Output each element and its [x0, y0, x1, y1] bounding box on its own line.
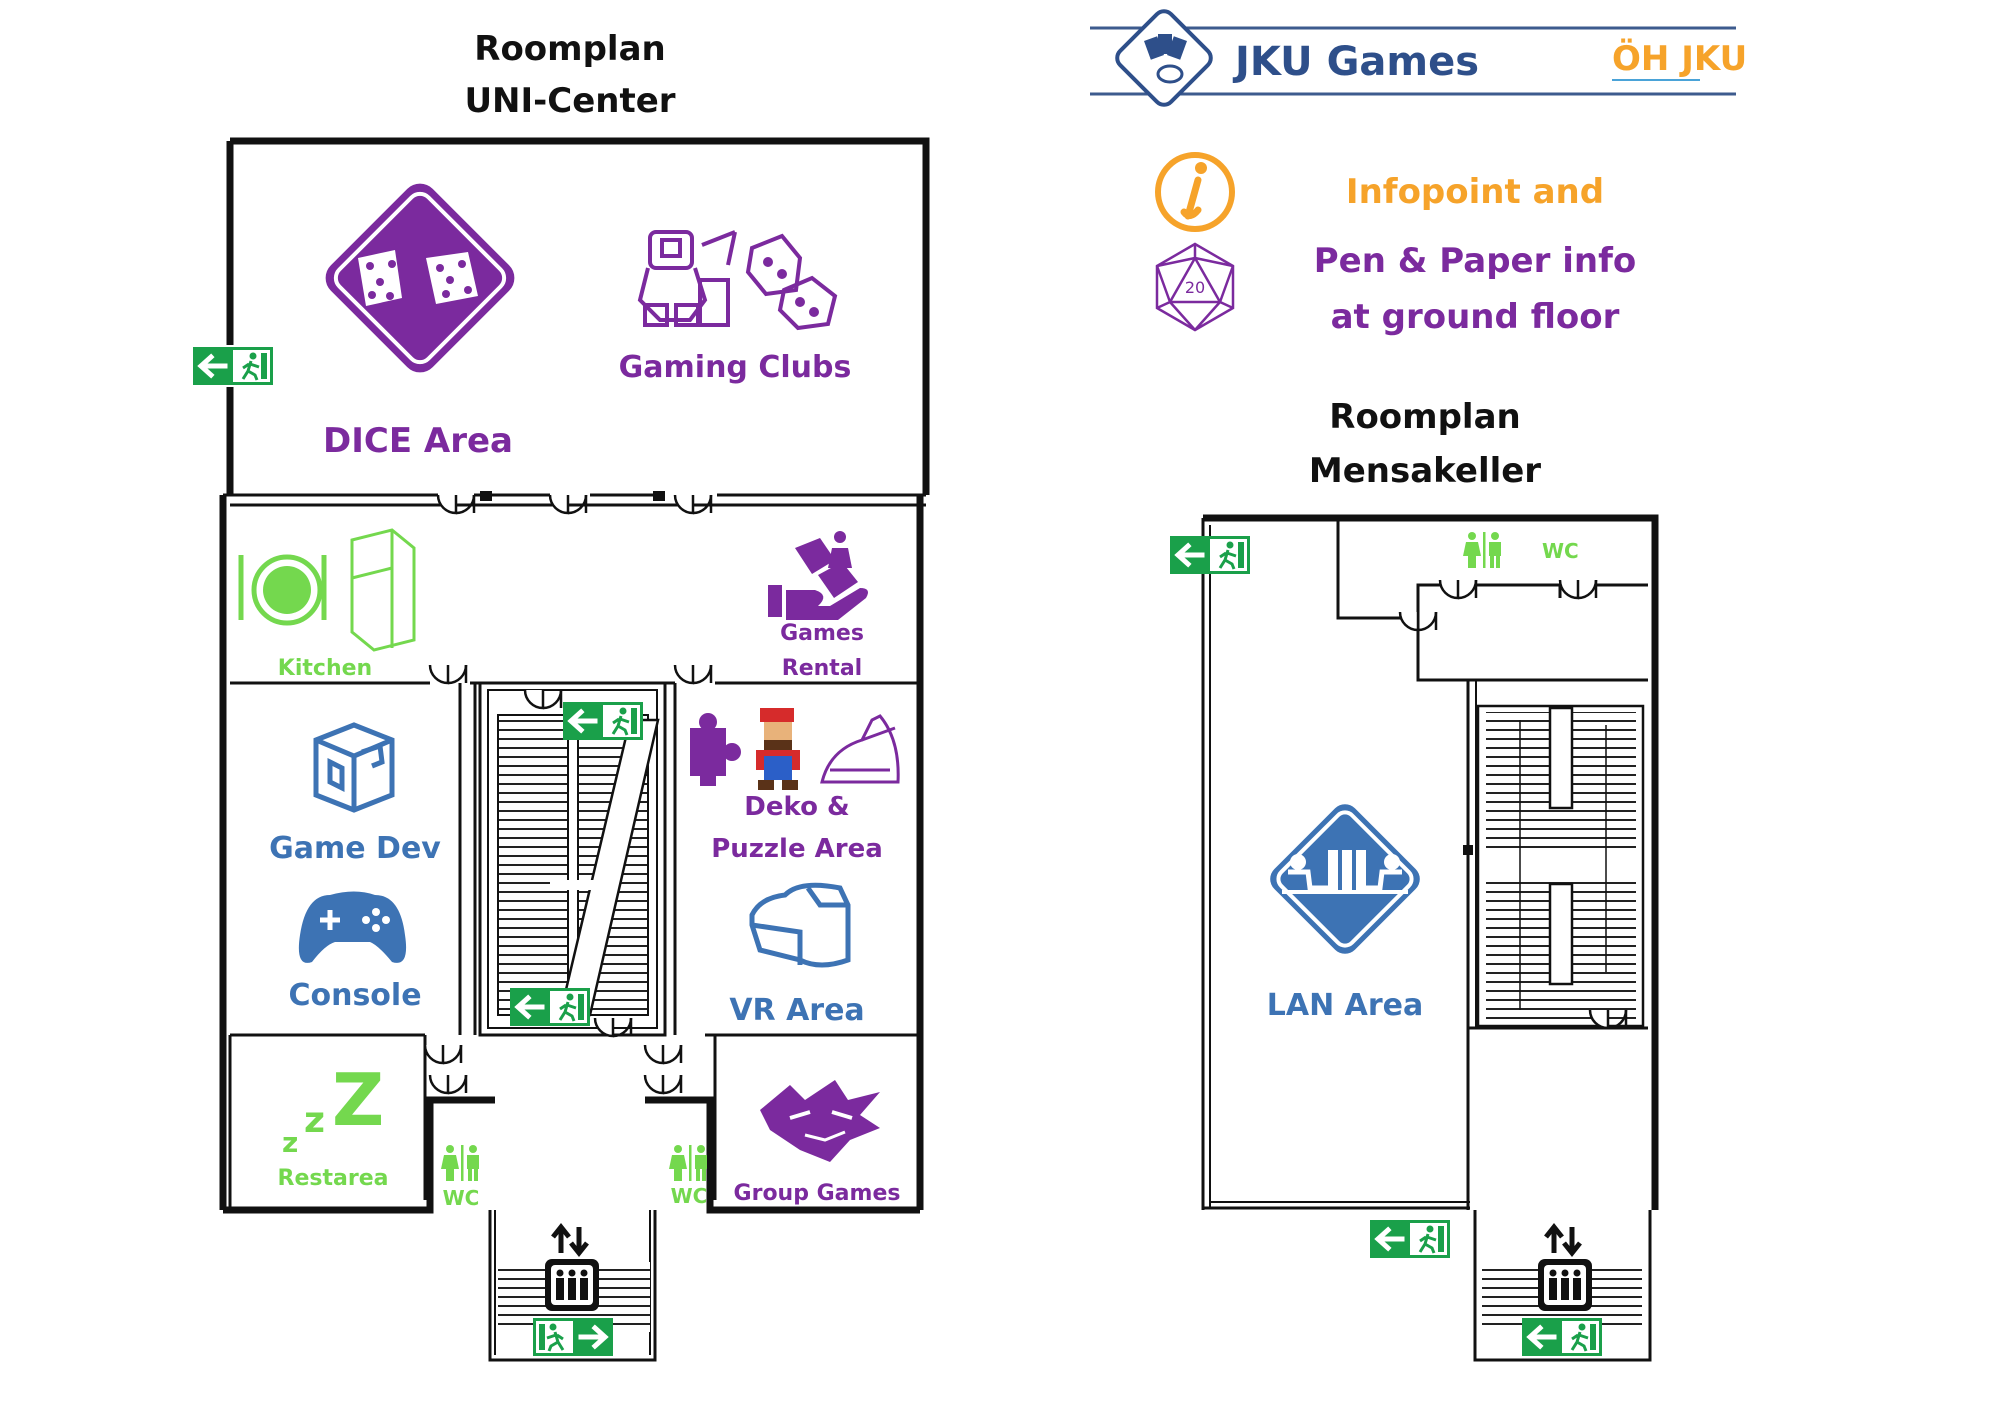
mensakeller-title-line2: Mensakeller	[1309, 451, 1541, 491]
elevator-icon	[545, 1227, 599, 1311]
room-label-deko-line1: Deko &	[744, 792, 849, 822]
room-label-dice: DICE Area	[323, 421, 513, 461]
dice-icon	[745, 233, 838, 331]
iron-icon	[820, 714, 900, 784]
sleep-icon: z z Z	[282, 1058, 384, 1159]
partner-logo-text: ÖH JKU	[1612, 38, 1747, 79]
toilet-icon	[669, 1145, 707, 1181]
info-line1: Infopoint and	[1346, 172, 1604, 212]
toilet-icon	[1463, 532, 1501, 568]
plate-icon	[238, 554, 327, 626]
room-label-console: Console	[288, 978, 421, 1013]
door-icon	[1438, 578, 1478, 600]
door-icon	[1558, 578, 1598, 600]
door-icon	[643, 1043, 683, 1065]
door-icon	[643, 1073, 683, 1095]
room-label-vr: VR Area	[729, 993, 864, 1028]
dice-icon	[325, 183, 515, 373]
info-icon	[1155, 152, 1235, 232]
info-line2: Pen & Paper info	[1314, 241, 1636, 281]
svg-text:z: z	[282, 1126, 298, 1159]
room-label-gaming-clubs: Gaming Clubs	[619, 350, 852, 385]
fridge-icon	[350, 528, 416, 652]
hand-dice-icon	[768, 531, 868, 620]
svg-text:Z: Z	[332, 1058, 384, 1142]
room-label-games-rental-line2: Rental	[782, 656, 862, 681]
room-label-kitchen: Kitchen	[278, 656, 372, 681]
door-icon	[428, 663, 468, 685]
room-label-game-dev: Game Dev	[269, 831, 441, 866]
mensakeller-title-line1: Roomplan	[1329, 397, 1520, 437]
door-icon	[523, 688, 563, 710]
uni-center-title-line2: UNI-Center	[464, 81, 675, 121]
cube-logo-icon	[313, 722, 395, 813]
header-title: JKU Games	[1232, 39, 1479, 85]
door-icon	[423, 1043, 463, 1065]
exit-sign-icon	[563, 702, 643, 740]
room-label-group-games: Group Games	[734, 1181, 901, 1206]
d20-number: 20	[1185, 278, 1205, 297]
toilet-icon	[441, 1145, 479, 1181]
svg-text:z: z	[304, 1100, 325, 1141]
door-icon	[1398, 610, 1438, 632]
lan-icon	[1270, 804, 1420, 954]
gamepad-icon	[298, 891, 407, 963]
room-label-deko-line2: Puzzle Area	[711, 834, 883, 864]
uni-center-walls	[219, 137, 930, 1362]
room-label-wc-left: WC	[443, 1186, 480, 1210]
room-label-lan: LAN Area	[1267, 988, 1424, 1023]
puzzle-piece-icon	[690, 713, 741, 786]
mario-icon	[756, 708, 800, 790]
mensakeller-walls	[1201, 514, 1659, 1362]
door-icon	[428, 1073, 468, 1095]
d20-icon: 20	[1155, 242, 1235, 332]
exit-sign-icon	[193, 347, 273, 385]
room-label-games-rental-line1: Games	[780, 621, 864, 646]
exit-sign-icon	[533, 1318, 613, 1356]
miniature-figure-icon	[637, 230, 737, 327]
uni-center-title-line1: Roomplan	[474, 29, 665, 69]
door-icon	[673, 663, 713, 685]
exit-sign-icon	[1522, 1318, 1602, 1356]
exit-sign-icon	[1170, 536, 1250, 574]
jku-games-header: JKU Games ÖH JKU	[1090, 9, 1747, 107]
info-line3: at ground floor	[1331, 297, 1620, 337]
exit-sign-icon	[1370, 1220, 1450, 1258]
exit-sign-icon	[510, 988, 590, 1026]
room-label-restarea: Restarea	[278, 1166, 389, 1191]
oeh-jku-logo: ÖH JKU	[1612, 38, 1747, 81]
elevator-icon	[1538, 1227, 1592, 1311]
room-label-wc-right: WC	[671, 1184, 708, 1208]
cards-mouse-icon	[1144, 34, 1187, 84]
wolf-icon	[760, 1080, 880, 1162]
room-label-mensa-wc: WC	[1542, 539, 1579, 563]
vr-headset-icon	[749, 882, 851, 968]
